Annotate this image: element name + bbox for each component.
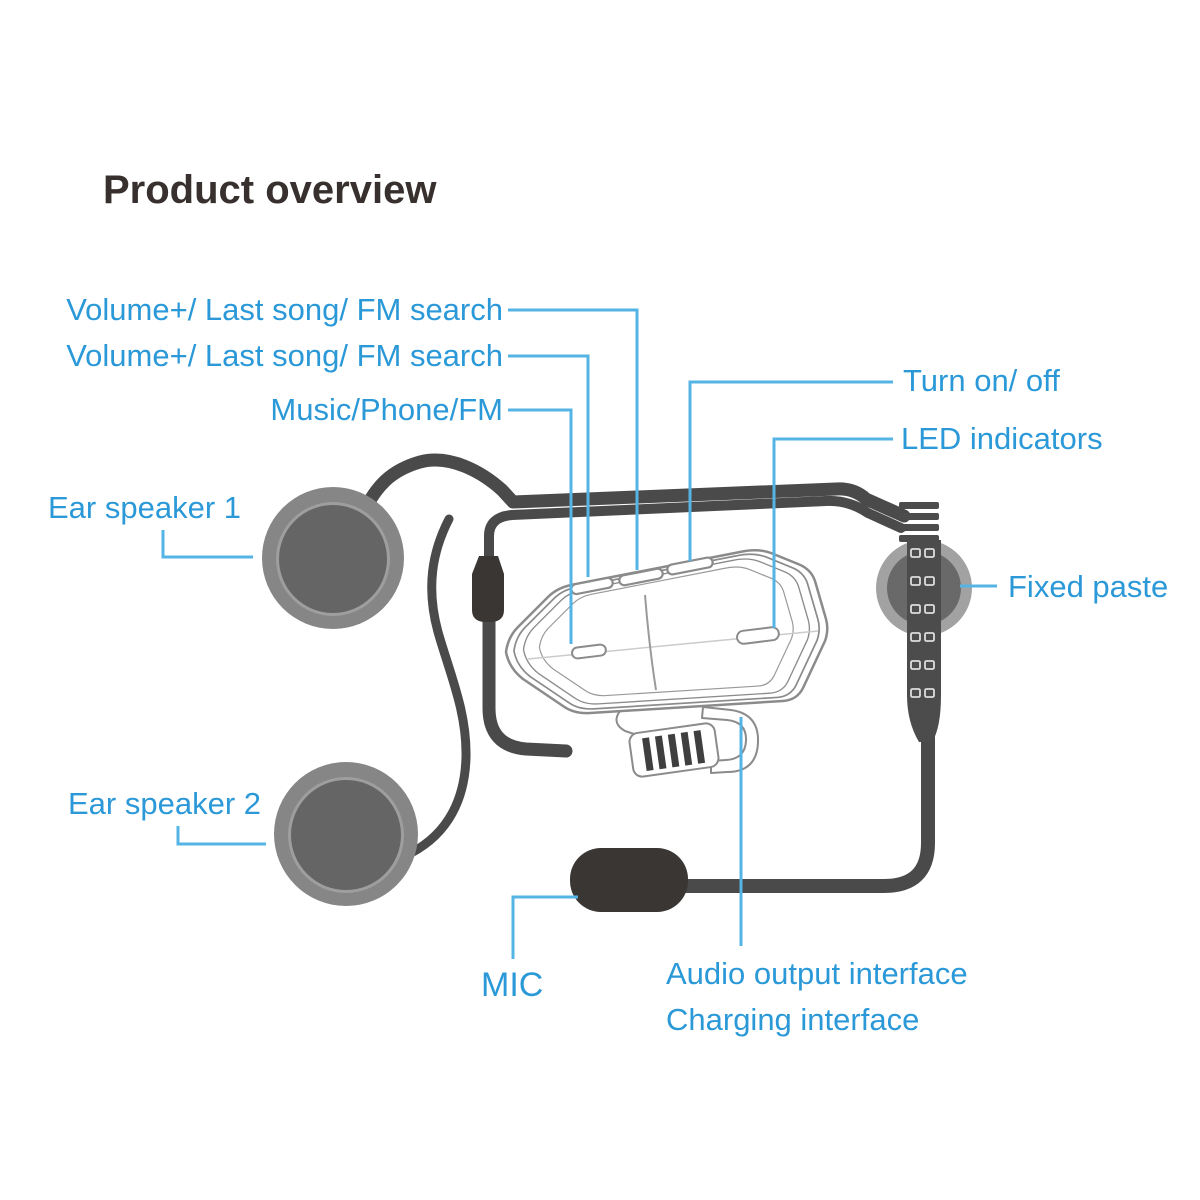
- unit-shell-line-2: [513, 553, 821, 710]
- control-unit: [504, 549, 829, 715]
- label-ear-speaker-1: Ear speaker 1: [48, 490, 241, 525]
- callout-turn-on-off-line: [688, 380, 893, 561]
- fixed-paste-mount: [876, 502, 972, 742]
- callout-ear2-line: [176, 826, 266, 846]
- callout-volume1-line: [508, 308, 639, 570]
- callout-volume2-line: [508, 354, 590, 577]
- callout-lines: [161, 308, 997, 959]
- strain-relief-plug: [472, 556, 504, 622]
- connector-neck: [615, 710, 635, 735]
- unit-face-panel: [538, 566, 794, 697]
- label-music-phone-fm: Music/Phone/FM: [270, 392, 503, 427]
- bottom-connector: [615, 706, 760, 778]
- label-volume-last-song-fm-2: Volume+/ Last song/ FM search: [66, 338, 503, 373]
- cable-to-speaker2: [406, 514, 471, 858]
- cable-mount-to-mic: [653, 729, 935, 893]
- strap-holes: [910, 548, 935, 698]
- label-volume-last-song-fm-1: Volume+/ Last song/ FM search: [66, 292, 503, 327]
- top-button-2: [618, 567, 664, 587]
- microphone-shape: [570, 848, 688, 912]
- label-mic: MIC: [481, 966, 544, 1004]
- unit-top-buttons: [570, 556, 714, 596]
- connector-ribs: [642, 730, 706, 772]
- label-fixed-paste: Fixed paste: [1008, 569, 1169, 604]
- mount-strap: [907, 540, 941, 742]
- cable-speaker1-to-mount: [353, 453, 911, 527]
- ear-speaker-1-shape: [262, 487, 404, 629]
- top-button-3: [666, 556, 714, 576]
- callout-music-line: [508, 408, 573, 644]
- label-charging-interface: Charging interface: [666, 1002, 920, 1037]
- label-turn-on-off: Turn on/ off: [903, 363, 1060, 398]
- unit-face-divider: [644, 594, 657, 691]
- callout-mic-line: [511, 895, 578, 959]
- label-ear-speaker-2: Ear speaker 2: [68, 786, 261, 821]
- cable-parallel-top: [484, 495, 906, 575]
- label-led-indicators: LED indicators: [901, 421, 1103, 456]
- callout-ear1-line: [161, 530, 253, 559]
- led-indicator-window: [736, 626, 780, 645]
- cable-connector-down: [482, 605, 573, 758]
- cables: [353, 453, 935, 893]
- page-title: Product overview: [103, 168, 437, 212]
- music-phone-fm-button: [571, 643, 607, 660]
- label-audio-output-interface: Audio output interface: [666, 956, 968, 991]
- callout-led-line: [772, 437, 893, 628]
- unit-shell-line-3: [522, 558, 811, 705]
- ear-speaker-2-shape: [274, 762, 418, 906]
